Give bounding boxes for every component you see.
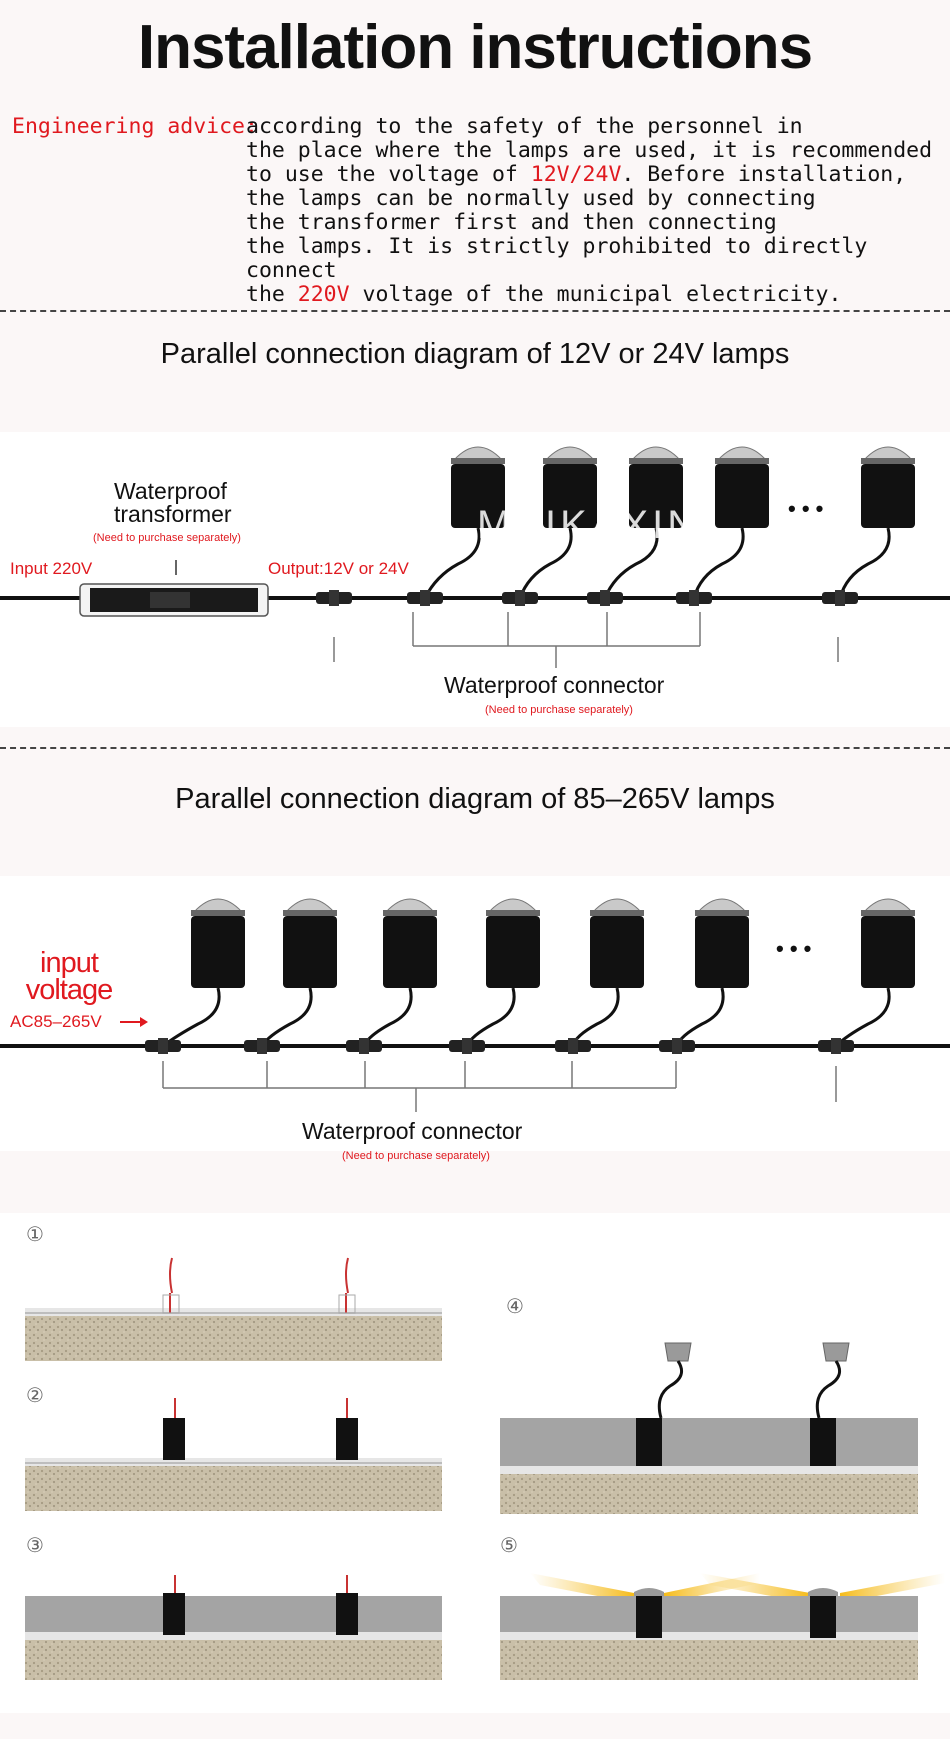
transformer-icon [79, 583, 269, 617]
step1-illustration [25, 1257, 442, 1361]
ellipsis: • • • [776, 936, 812, 961]
connector-note: (Need to purchase separately) [485, 704, 633, 716]
connector-icon [659, 1038, 695, 1054]
connector-icon [145, 1038, 181, 1054]
advice-line: the place where the lamps are used, it i… [246, 138, 933, 163]
connector-icon [244, 1038, 280, 1054]
step-number: ② [26, 1385, 44, 1407]
lamp-icon [571, 898, 644, 1047]
step-number: ④ [506, 1296, 524, 1318]
connector-icon [407, 590, 443, 606]
advice-text: according to the safety of the personnel… [246, 115, 950, 307]
lamp-icon [162, 898, 245, 1048]
connector-icon [822, 590, 858, 606]
step5-illustration [500, 1573, 945, 1680]
connector-icon [587, 590, 623, 606]
advice-label: Engineering advice: [12, 114, 258, 139]
watermark: MAIKAXIN [477, 503, 701, 547]
diagram1-title: Parallel connection diagram of 12V or 24… [160, 338, 790, 370]
diagram2-title: Parallel connection diagram of 85–265V l… [175, 783, 775, 815]
lamp-icon [518, 446, 597, 599]
step4-illustration [500, 1342, 918, 1514]
lamp-icon [423, 446, 505, 599]
lamp-icon [465, 898, 540, 1047]
steps-drawing [25, 1257, 945, 1680]
connector-icon [502, 590, 538, 606]
lamp-icon [603, 446, 683, 599]
advice-line: the lamps can be normally used by connec… [246, 186, 816, 211]
output-label: Output:12V or 24V [268, 559, 409, 578]
ellipsis: • • • [788, 496, 824, 521]
lamp-icon [838, 446, 915, 599]
connector-icon [818, 1038, 854, 1054]
connector-note: (Need to purchase separately) [342, 1150, 490, 1162]
arrow-right-icon [120, 1017, 148, 1027]
page-title: Installation instructions [137, 13, 813, 82]
connector-icon [676, 590, 712, 606]
lamp-icon [675, 898, 749, 1047]
connector-icon [316, 590, 352, 606]
connector-icon [555, 1038, 591, 1054]
lamp-icon [692, 446, 769, 599]
connector-label: Waterproof connector [302, 1118, 523, 1144]
step-number: ⑤ [500, 1535, 518, 1557]
transformer-note: (Need to purchase separately) [93, 532, 241, 544]
lamp-icon [834, 898, 915, 1048]
ac-voltage-label: AC85–265V [10, 1012, 102, 1031]
step2-illustration [25, 1398, 442, 1511]
divider [0, 747, 950, 749]
lamp-icon [362, 898, 437, 1047]
voltage-highlight: 12V/24V [530, 162, 622, 187]
input-voltage-label: input voltage [25, 947, 114, 1006]
advice-line: the transformer first and then connectin… [246, 210, 777, 235]
transformer-label: Waterproof transformer [114, 478, 232, 527]
lamp-icon [260, 898, 337, 1047]
connector-label: Waterproof connector [444, 672, 665, 698]
step-number: ③ [26, 1535, 44, 1557]
connector-icon [449, 1038, 485, 1054]
advice-line: to use the voltage of 12V/24V. Before in… [246, 162, 907, 187]
advice-line: the 220V voltage of the municipal electr… [246, 282, 842, 307]
step-number: ① [26, 1224, 44, 1246]
connector-icon [346, 1038, 382, 1054]
step3-illustration [25, 1575, 442, 1680]
advice-line: according to the safety of the personnel… [246, 114, 803, 139]
divider [0, 310, 950, 312]
diagram2-drawing [0, 898, 950, 1112]
diagram2-panel [0, 876, 950, 1151]
voltage-warning: 220V [297, 282, 350, 307]
input-label: Input 220V [10, 559, 93, 578]
diagram1-drawing [0, 446, 950, 668]
advice-line: the lamps. It is strictly prohibited to … [246, 234, 868, 283]
